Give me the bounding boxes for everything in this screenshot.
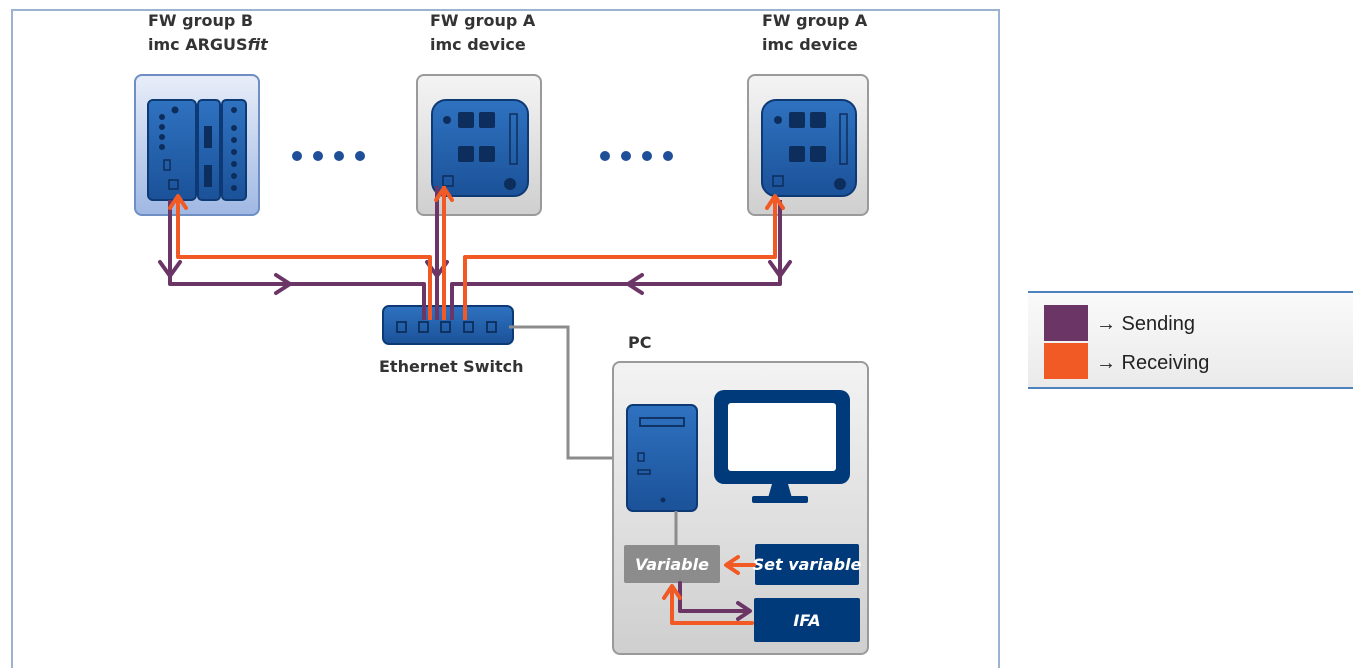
ellipsis-dots-2 [600, 151, 673, 161]
device-1-type-label: imc ARGUSfit [148, 35, 269, 54]
device-2-group-label: FW group A [430, 11, 536, 30]
device-2-type-label: imc device [430, 35, 526, 54]
pc-network-cable [509, 325, 641, 460]
legend-swatch-sending [1044, 305, 1088, 341]
legend-label-receiving: → Receiving [1096, 352, 1209, 374]
variable-box [624, 545, 720, 583]
device-1-type-main: imc ARGUS [148, 35, 248, 54]
receiving-arrowheads [168, 186, 785, 210]
switch-label: Ethernet Switch [379, 357, 523, 376]
variable-to-ifa-arrow [678, 581, 752, 621]
ifa-label: IFA [793, 611, 820, 630]
set-variable-box [755, 544, 859, 585]
pc-tower [626, 404, 698, 512]
receiving-lines [176, 186, 777, 320]
variable-label: Variable [635, 555, 709, 574]
device-argusfit [134, 74, 260, 216]
device-imc-3 [747, 74, 869, 216]
device-3-group-label: FW group A [762, 11, 868, 30]
set-variable-label: Set variable [753, 555, 862, 574]
ifa-to-variable-arrow [662, 584, 754, 625]
legend-label-sending: → Sending [1096, 313, 1195, 335]
device-imc-2 [416, 74, 542, 216]
legend: → Sending → Receiving [1028, 291, 1353, 389]
ifa-box [754, 598, 860, 642]
sending-lines [168, 186, 782, 320]
legend-swatch-receiving [1044, 343, 1088, 379]
ellipsis-dots-1 [292, 151, 365, 161]
ethernet-switch [382, 305, 514, 345]
device-1-type-suffix: fit [248, 35, 270, 54]
device-3-type-label: imc device [762, 35, 858, 54]
pc-monitor-icon [714, 390, 850, 503]
set-variable-arrow [724, 555, 756, 575]
pc-label: PC [628, 333, 651, 352]
device-1-group-label: FW group B [148, 11, 253, 30]
